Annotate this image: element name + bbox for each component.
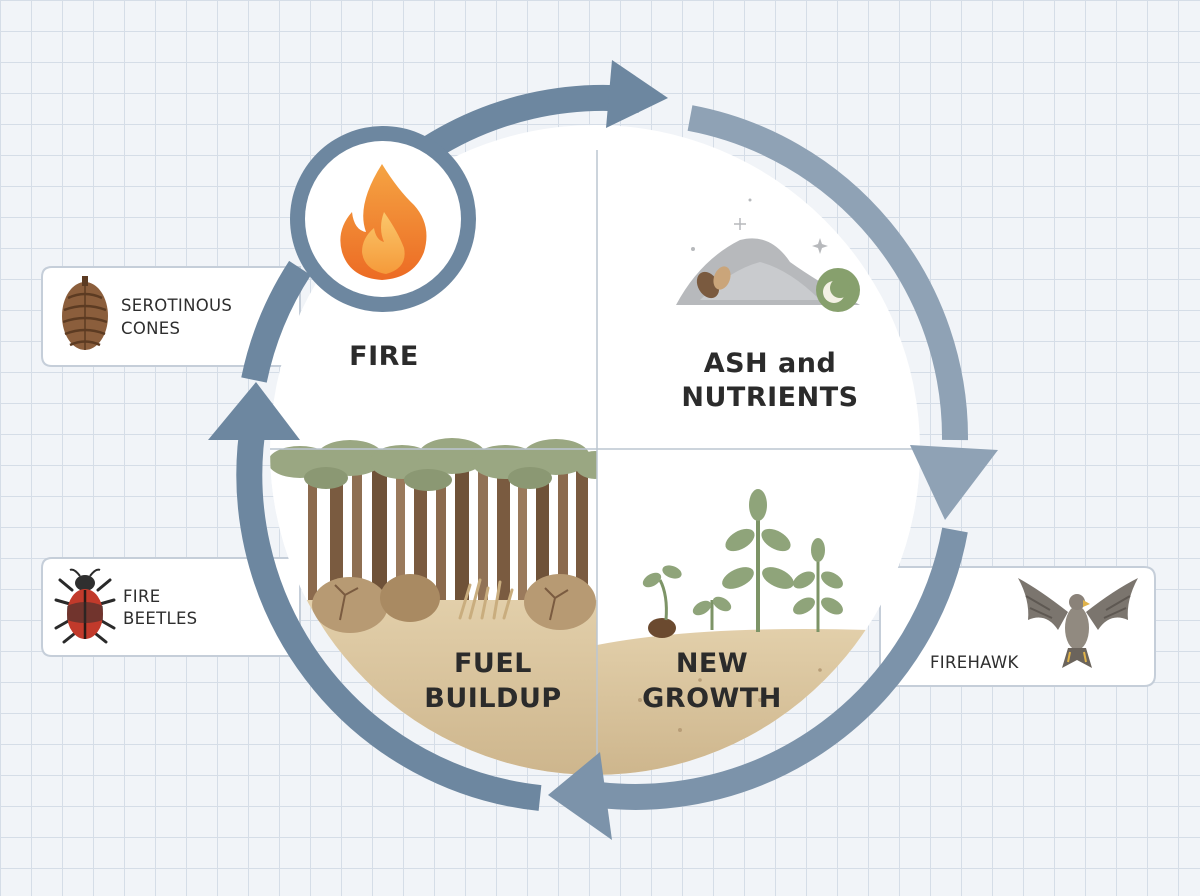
stage-label-ash-line1: ASH and: [704, 348, 837, 379]
fire-badge: [290, 126, 476, 312]
arrow-head-right: [910, 445, 998, 520]
cycle-arrows: [208, 60, 998, 840]
stage-label-fire: FIRE: [349, 341, 419, 372]
serotinous-cones-label-line1: SEROTINOUS: [121, 296, 232, 315]
arrow-arc-bottom-right: [598, 527, 968, 810]
dry-shrubs: [312, 574, 596, 633]
quadrant-illustrations: [270, 150, 920, 775]
new-growth-panel: [597, 450, 920, 775]
serotinous-cones-label-line2: CONES: [121, 319, 180, 338]
pine-cone-icon: [62, 276, 108, 350]
seedling-icons: [642, 489, 843, 638]
fuel-buildup-panel: [270, 438, 615, 775]
arrow-head-top: [606, 60, 668, 128]
arrow-head-bottom: [548, 752, 612, 840]
stage-label-growth-line1: NEW: [676, 648, 748, 679]
hawk-icon: [1018, 578, 1138, 668]
arrow-arc-right: [687, 105, 969, 441]
fire-beetles-callout: FIRE BEETLES: [41, 557, 301, 657]
ash-pile-icon: [676, 198, 860, 312]
flame-icon: [340, 164, 427, 280]
stage-label-fuel-line1: FUEL: [454, 648, 532, 679]
arrow-head-left: [208, 382, 300, 440]
arrow-arc-upper-left: [241, 260, 311, 383]
forest-trunks: [308, 450, 588, 600]
stage-label-fuel-line2: BUILDUP: [424, 683, 561, 714]
serotinous-cones-callout: SEROTINOUS CONES: [41, 266, 301, 367]
arrow-arc-left: [236, 417, 542, 811]
fire-beetles-label-line1: FIRE: [123, 587, 160, 606]
beetle-icon: [54, 568, 116, 644]
stage-label-growth-line2: GROWTH: [642, 683, 782, 714]
firehawk-label: FIREHAWK: [930, 653, 1019, 672]
stage-label-ash-line2: NUTRIENTS: [681, 382, 858, 413]
fire-beetles-label-line2: BEETLES: [123, 609, 197, 628]
